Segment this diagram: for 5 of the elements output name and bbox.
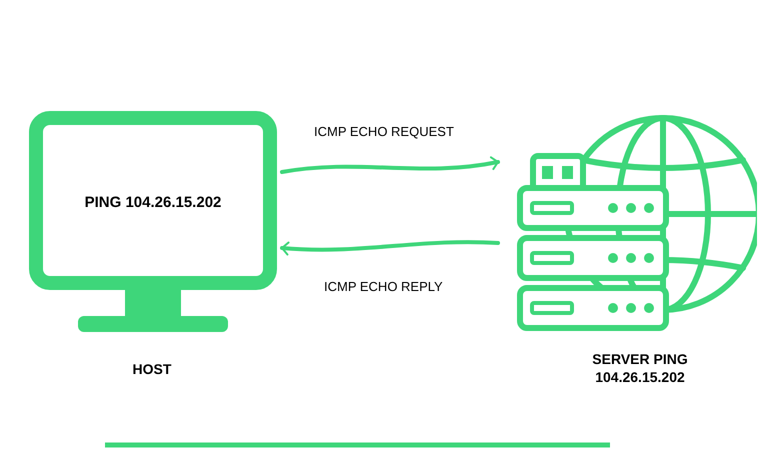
curved-arrow	[280, 156, 500, 174]
screen-text: PING 104.26.15.202	[84, 192, 222, 213]
curved-arrow	[280, 240, 500, 256]
node-caption: HOST	[132, 360, 172, 378]
node-caption: SERVER PING 104.26.15.202	[591, 350, 689, 386]
